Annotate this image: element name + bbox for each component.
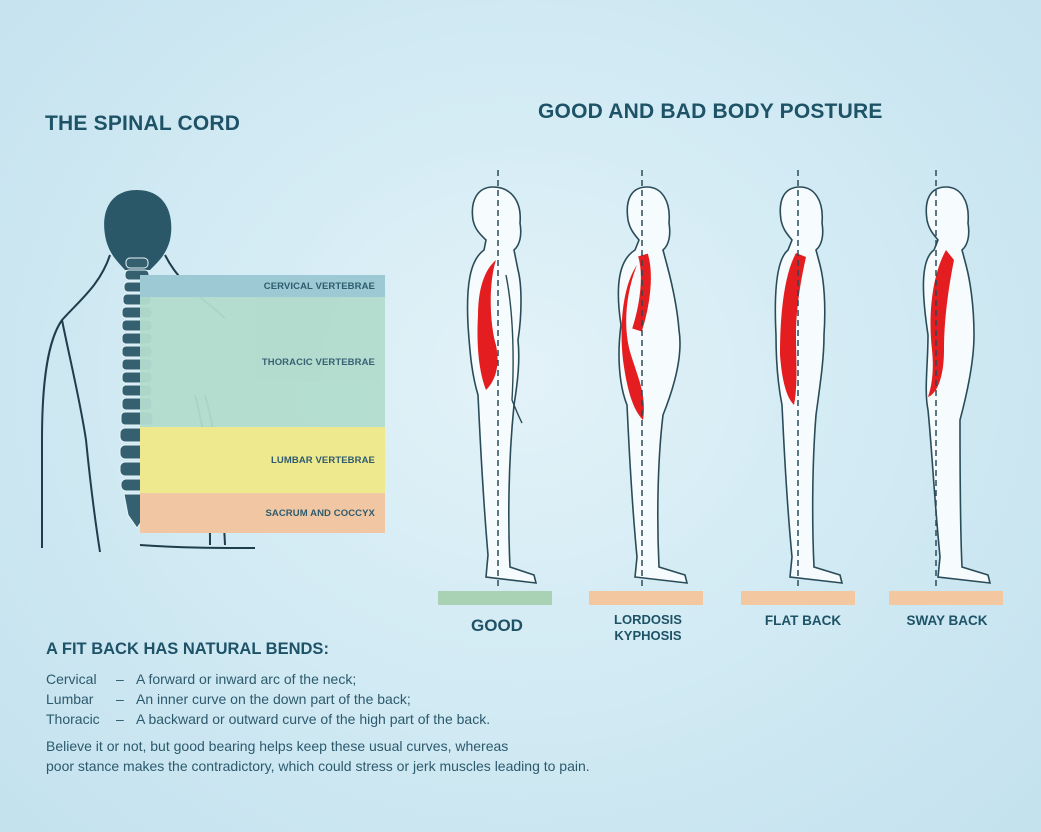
bend-desc: A backward or outward curve of the high … — [136, 711, 491, 727]
floor-pad-sway-back — [889, 591, 1003, 605]
figure-sway-back — [922, 170, 992, 590]
figure-lordosis-kyphosis — [617, 170, 689, 590]
floor-pad-lordosis — [589, 591, 703, 605]
paragraph-line-2: poor stance makes the contradictory, whi… — [46, 758, 590, 774]
torso-outline — [41, 254, 111, 548]
bend-row-lumbar: Lumbar – An inner curve on the down part… — [46, 691, 411, 707]
bend-row-cervical: Cervical – A forward or inward arc of th… — [46, 671, 356, 687]
label-flat-back: FLAT BACK — [764, 613, 842, 628]
bend-desc: An inner curve on the down part of the b… — [136, 691, 411, 707]
band-lumbar-vertebrae: LUMBAR VERTEBRAE — [140, 427, 385, 493]
floor-pad-good — [438, 591, 552, 605]
head-icon — [104, 190, 172, 270]
label-sway-back: SWAY BACK — [906, 613, 988, 628]
band-thoracic-vertebrae: THORACIC VERTEBRAE — [140, 297, 385, 427]
bend-dash: – — [116, 671, 124, 687]
bend-dash: – — [116, 711, 124, 727]
paragraph-line-1: Believe it or not, but good bearing help… — [46, 738, 509, 754]
band-sacrum-coccyx: SACRUM AND COCCYX — [140, 493, 385, 533]
figure-good — [466, 170, 538, 590]
bend-term: Cervical — [46, 671, 97, 687]
spinal-cord-title: THE SPINAL CORD — [45, 112, 241, 135]
bend-dash: – — [116, 691, 124, 707]
posture-title: GOOD AND BAD BODY POSTURE — [538, 100, 883, 123]
bend-term: Lumbar — [46, 691, 94, 707]
natural-bends-title: A FIT BACK HAS NATURAL BENDS: — [46, 640, 329, 658]
figure-flat-back — [774, 170, 844, 590]
band-cervical-vertebrae: CERVICAL VERTEBRAE — [140, 275, 385, 297]
label-lordosis-kyphosis: LORDOSIS KYPHOSIS — [578, 612, 718, 644]
bend-term: Thoracic — [46, 711, 100, 727]
label-kyphosis: KYPHOSIS — [614, 628, 682, 643]
label-lordosis: LORDOSIS — [614, 612, 682, 627]
bend-row-thoracic: Thoracic – A backward or outward curve o… — [46, 711, 490, 727]
floor-pad-flat-back — [741, 591, 855, 605]
label-good: GOOD — [471, 616, 523, 635]
bend-desc: A forward or inward arc of the neck; — [136, 671, 357, 687]
